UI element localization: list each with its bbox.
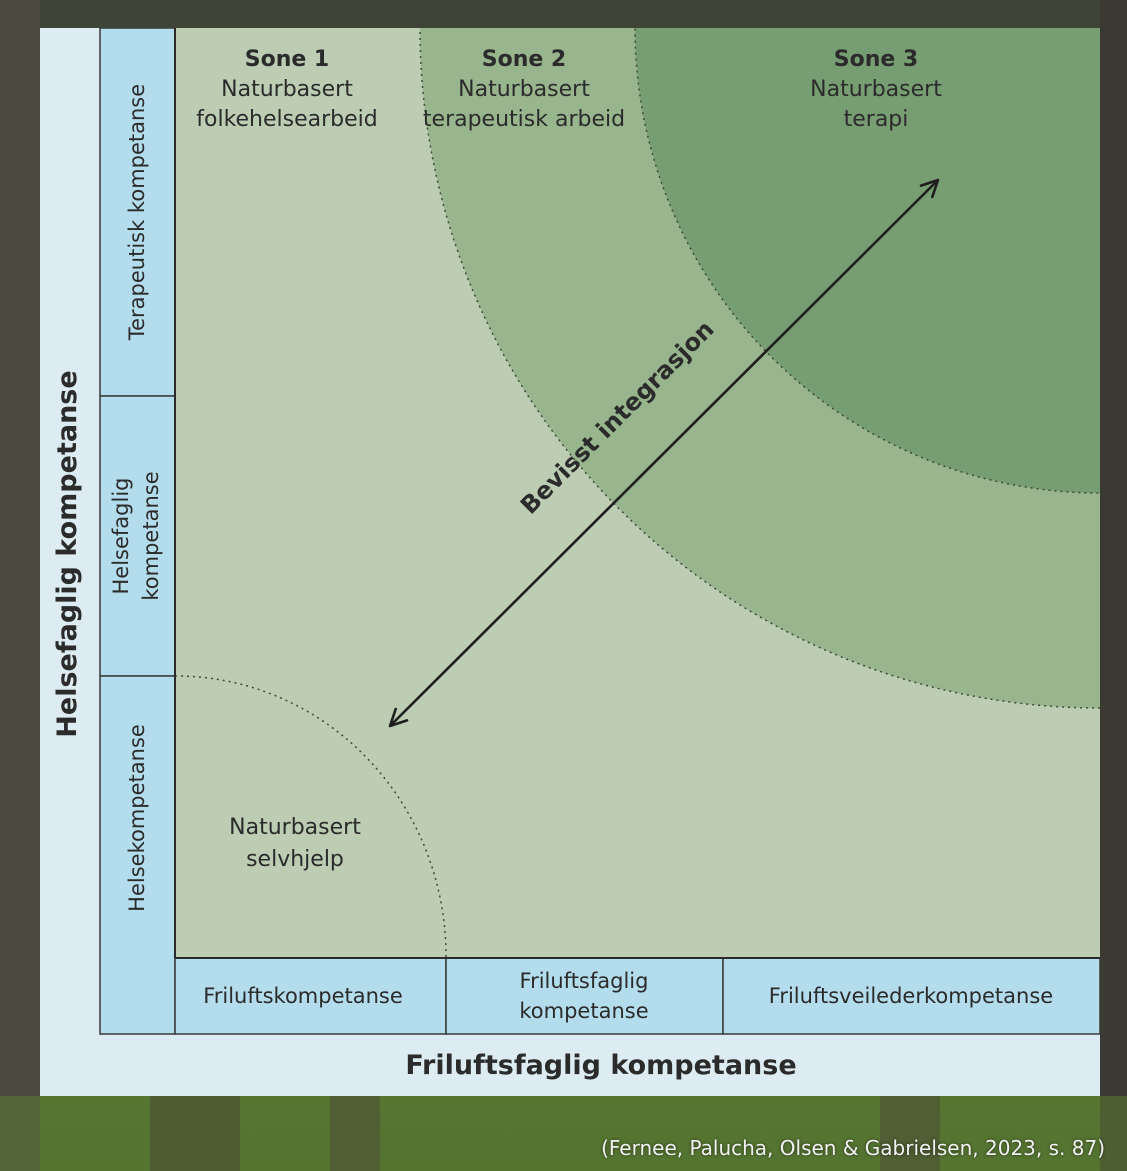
x-cell-middle-label-1: Friluftsfaglig xyxy=(520,969,649,993)
y-cell-bottom-bg xyxy=(99,675,176,1035)
diagram-card: Sone 1 Naturbasert folkehelsearbeid Sone… xyxy=(40,28,1100,1096)
y-cell-bottom-label: Helsekompetanse xyxy=(125,724,149,912)
zone-1-title: Sone 1 xyxy=(245,47,330,72)
x-cell-left-label: Friluftskompetanse xyxy=(203,984,403,1008)
x-cell-right-bg xyxy=(722,957,1100,1035)
y-cell-middle-label-2: kompetanse xyxy=(139,471,163,600)
y-cell-top-label: Terapeutisk kompetanse xyxy=(125,84,149,341)
zone-2-line2: terapeutisk arbeid xyxy=(423,107,625,132)
x-axis-title: Friluftsfaglig kompetanse xyxy=(405,1050,796,1081)
zone-2-title: Sone 2 xyxy=(482,47,567,72)
integration-arrow xyxy=(388,178,940,728)
x-cell-middle-bg xyxy=(445,957,724,1035)
x-cell-right-label: Friluftsveilederkompetanse xyxy=(769,984,1053,1008)
zone-1-line2: folkehelsearbeid xyxy=(196,107,378,132)
zone-2-line1: Naturbasert xyxy=(458,77,590,102)
y-cell-middle-label-1: Helsefaglig xyxy=(109,478,133,595)
y-axis-title: Helsefaglig kompetanse xyxy=(52,370,83,737)
selfhelp-line2: selvhjelp xyxy=(246,847,344,872)
zone-1-line1: Naturbasert xyxy=(221,77,353,102)
citation: (Fernee, Palucha, Olsen & Gabrielsen, 20… xyxy=(601,1136,1105,1160)
zone-3-line1: Naturbasert xyxy=(810,77,942,102)
y-cell-top-bg xyxy=(99,28,176,397)
zone-3-line2: terapi xyxy=(844,107,909,132)
zone-3-title: Sone 3 xyxy=(834,47,919,72)
selfhelp-line1: Naturbasert xyxy=(229,815,361,840)
x-cell-middle-label-2: kompetanse xyxy=(519,999,648,1023)
competence-zone-diagram: Sone 1 Naturbasert folkehelsearbeid Sone… xyxy=(52,28,1100,1081)
